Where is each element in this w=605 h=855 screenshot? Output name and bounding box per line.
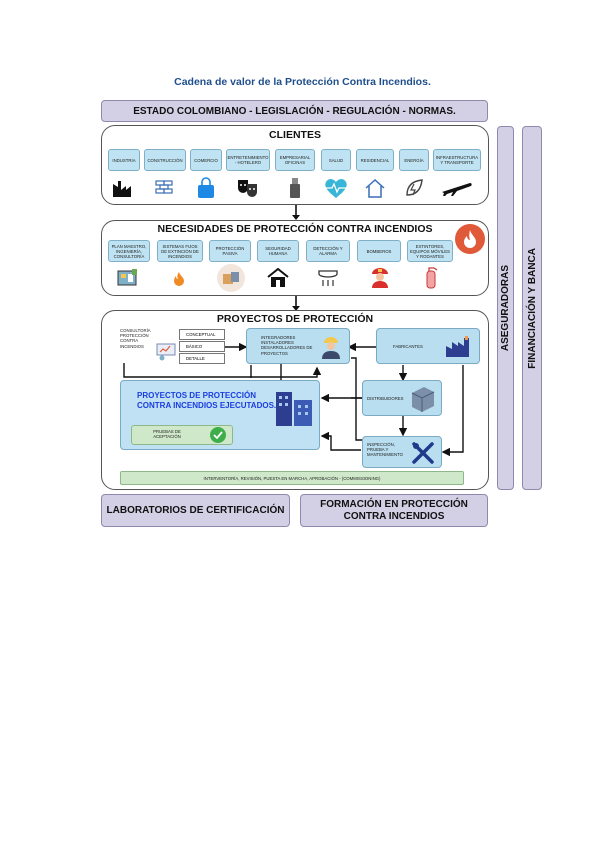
factory-icon bbox=[112, 177, 136, 199]
plans-icon bbox=[116, 266, 140, 290]
usb-icon bbox=[286, 176, 304, 200]
tools-icon bbox=[411, 440, 435, 466]
shopping-bag-icon bbox=[194, 176, 218, 200]
buildings-icon bbox=[269, 387, 319, 429]
stage-detalle: DETALLE bbox=[179, 353, 225, 364]
consultant-icon bbox=[156, 342, 176, 362]
formacion-box: FORMACIÓN EN PROTECCIÓN CONTRA INCENDIOS bbox=[300, 494, 488, 527]
distribuidores-box: DISTRIBUIDORES bbox=[362, 380, 442, 416]
house-icon bbox=[363, 176, 387, 200]
laboratorios-box: LABORATORIOS DE CERTIFICACIÓN bbox=[101, 494, 290, 527]
client-entretenimiento: ENTRETENIMIENTO - HOTELERO bbox=[226, 149, 270, 171]
worker-icon bbox=[319, 333, 343, 361]
check-icon bbox=[210, 427, 226, 443]
financiacion-bar: FINANCIACIÓN Y BANCA bbox=[522, 126, 542, 490]
proyectos-heading: PROYECTOS DE PROTECCIÓN bbox=[216, 313, 374, 325]
pruebas-label: PRUEBAS DE ACEPTACIÓN bbox=[153, 429, 181, 440]
consultoria-label: CONSULTORÍA PROTECCIÓN CONTRA INCENDIOS bbox=[120, 328, 151, 349]
integradores-box: INTEGRADORES INSTALADORES DESARROLLADORE… bbox=[246, 328, 350, 364]
client-industria: INDUSTRIA bbox=[108, 149, 140, 171]
ejecutados-box: PROYECTOS DE PROTECCIÓN CONTRA INCENDIOS… bbox=[120, 380, 320, 450]
fabricantes-label: FABRICANTES bbox=[393, 344, 423, 349]
heart-pulse-icon bbox=[322, 176, 350, 200]
distribuidores-label: DISTRIBUIDORES bbox=[367, 396, 404, 401]
client-infraestructura: INFRAESTRUCTURA Y TRANSPORTE bbox=[433, 149, 481, 171]
need-plan-maestro: PLAN MAESTRO, INGENIERÍA, CONSULTORÍA bbox=[108, 240, 150, 262]
financiacion-label: FINANCIACIÓN Y BANCA bbox=[526, 247, 538, 369]
sprinkler-fire-icon bbox=[170, 270, 188, 288]
consultoria-block: CONSULTORÍA PROTECCIÓN CONTRA INCENDIOS bbox=[120, 328, 176, 364]
need-sistemas-fijos: SISTEMAS FIJOS DE EXTINCIÓN DE INCENDIOS bbox=[157, 240, 203, 262]
legislation-banner: ESTADO COLOMBIANO - LEGISLACIÓN - REGULA… bbox=[101, 100, 488, 122]
arrow-down-2 bbox=[292, 296, 300, 311]
client-comercio: COMERCIO bbox=[190, 149, 222, 171]
fabricantes-box: FABRICANTES bbox=[376, 328, 480, 364]
ejecutados-label: PROYECTOS DE PROTECCIÓN CONTRA INCENDIOS… bbox=[137, 391, 277, 410]
integradores-label: INTEGRADORES INSTALADORES DESARROLLADORE… bbox=[261, 335, 313, 356]
manufacturing-icon bbox=[445, 335, 471, 359]
commissioning-bar: INTERVENTORÍA, REVISIÓN, PUESTA EN MARCH… bbox=[120, 471, 464, 485]
airplane-icon bbox=[440, 178, 474, 198]
fire-icon bbox=[455, 224, 485, 254]
inspeccion-box: INSPECCIÓN, PRUEBA Y MANTENIMIENTO bbox=[362, 436, 442, 468]
client-residencial: RESIDENCIAL bbox=[356, 149, 394, 171]
clientes-heading: CLIENTES bbox=[269, 129, 321, 141]
fire-barrier-icon bbox=[217, 264, 245, 292]
aseguradoras-label: ASEGURADORAS bbox=[500, 264, 511, 352]
energy-leaf-icon bbox=[402, 176, 426, 200]
client-empresarial: EMPRESARIAL OFICINAS bbox=[275, 149, 315, 171]
inspeccion-label: INSPECCIÓN, PRUEBA Y MANTENIMIENTO bbox=[367, 442, 403, 458]
stage-basico: BÁSICO bbox=[179, 341, 225, 352]
client-salud: SALUD bbox=[321, 149, 351, 171]
need-deteccion-alarma: DETECCIÓN Y ALARMA bbox=[306, 240, 350, 262]
need-extintores: EXTINTORES, EQUIPOS MÓVILES Y RODANTES bbox=[407, 240, 453, 262]
evacuation-house-icon bbox=[266, 266, 290, 290]
bricks-icon bbox=[153, 177, 177, 199]
pruebas-box: PRUEBAS DE ACEPTACIÓN bbox=[131, 425, 233, 445]
stage-conceptual: CONCEPTUAL bbox=[179, 329, 225, 340]
arrow-down-1 bbox=[292, 205, 300, 220]
firefighter-icon bbox=[368, 264, 392, 290]
client-construccion: CONSTRUCCIÓN bbox=[144, 149, 186, 171]
need-bomberos: BOMBEROS bbox=[357, 240, 401, 262]
extinguisher-icon bbox=[421, 264, 441, 290]
container-icon bbox=[409, 384, 437, 414]
need-proteccion-pasiva: PROTECCIÓN PASIVA bbox=[209, 240, 251, 262]
aseguradoras-bar: ASEGURADORAS bbox=[497, 126, 514, 490]
smoke-detector-icon bbox=[316, 266, 340, 290]
need-seguridad-humana: SEGURIDAD HUMANA bbox=[257, 240, 299, 262]
necesidades-heading: NECESIDADES DE PROTECCIÓN CONTRA INCENDI… bbox=[157, 223, 433, 235]
theater-masks-icon bbox=[236, 176, 260, 200]
page-title: Cadena de valor de la Protección Contra … bbox=[174, 76, 431, 88]
client-energia: ENERGÍA bbox=[399, 149, 429, 171]
